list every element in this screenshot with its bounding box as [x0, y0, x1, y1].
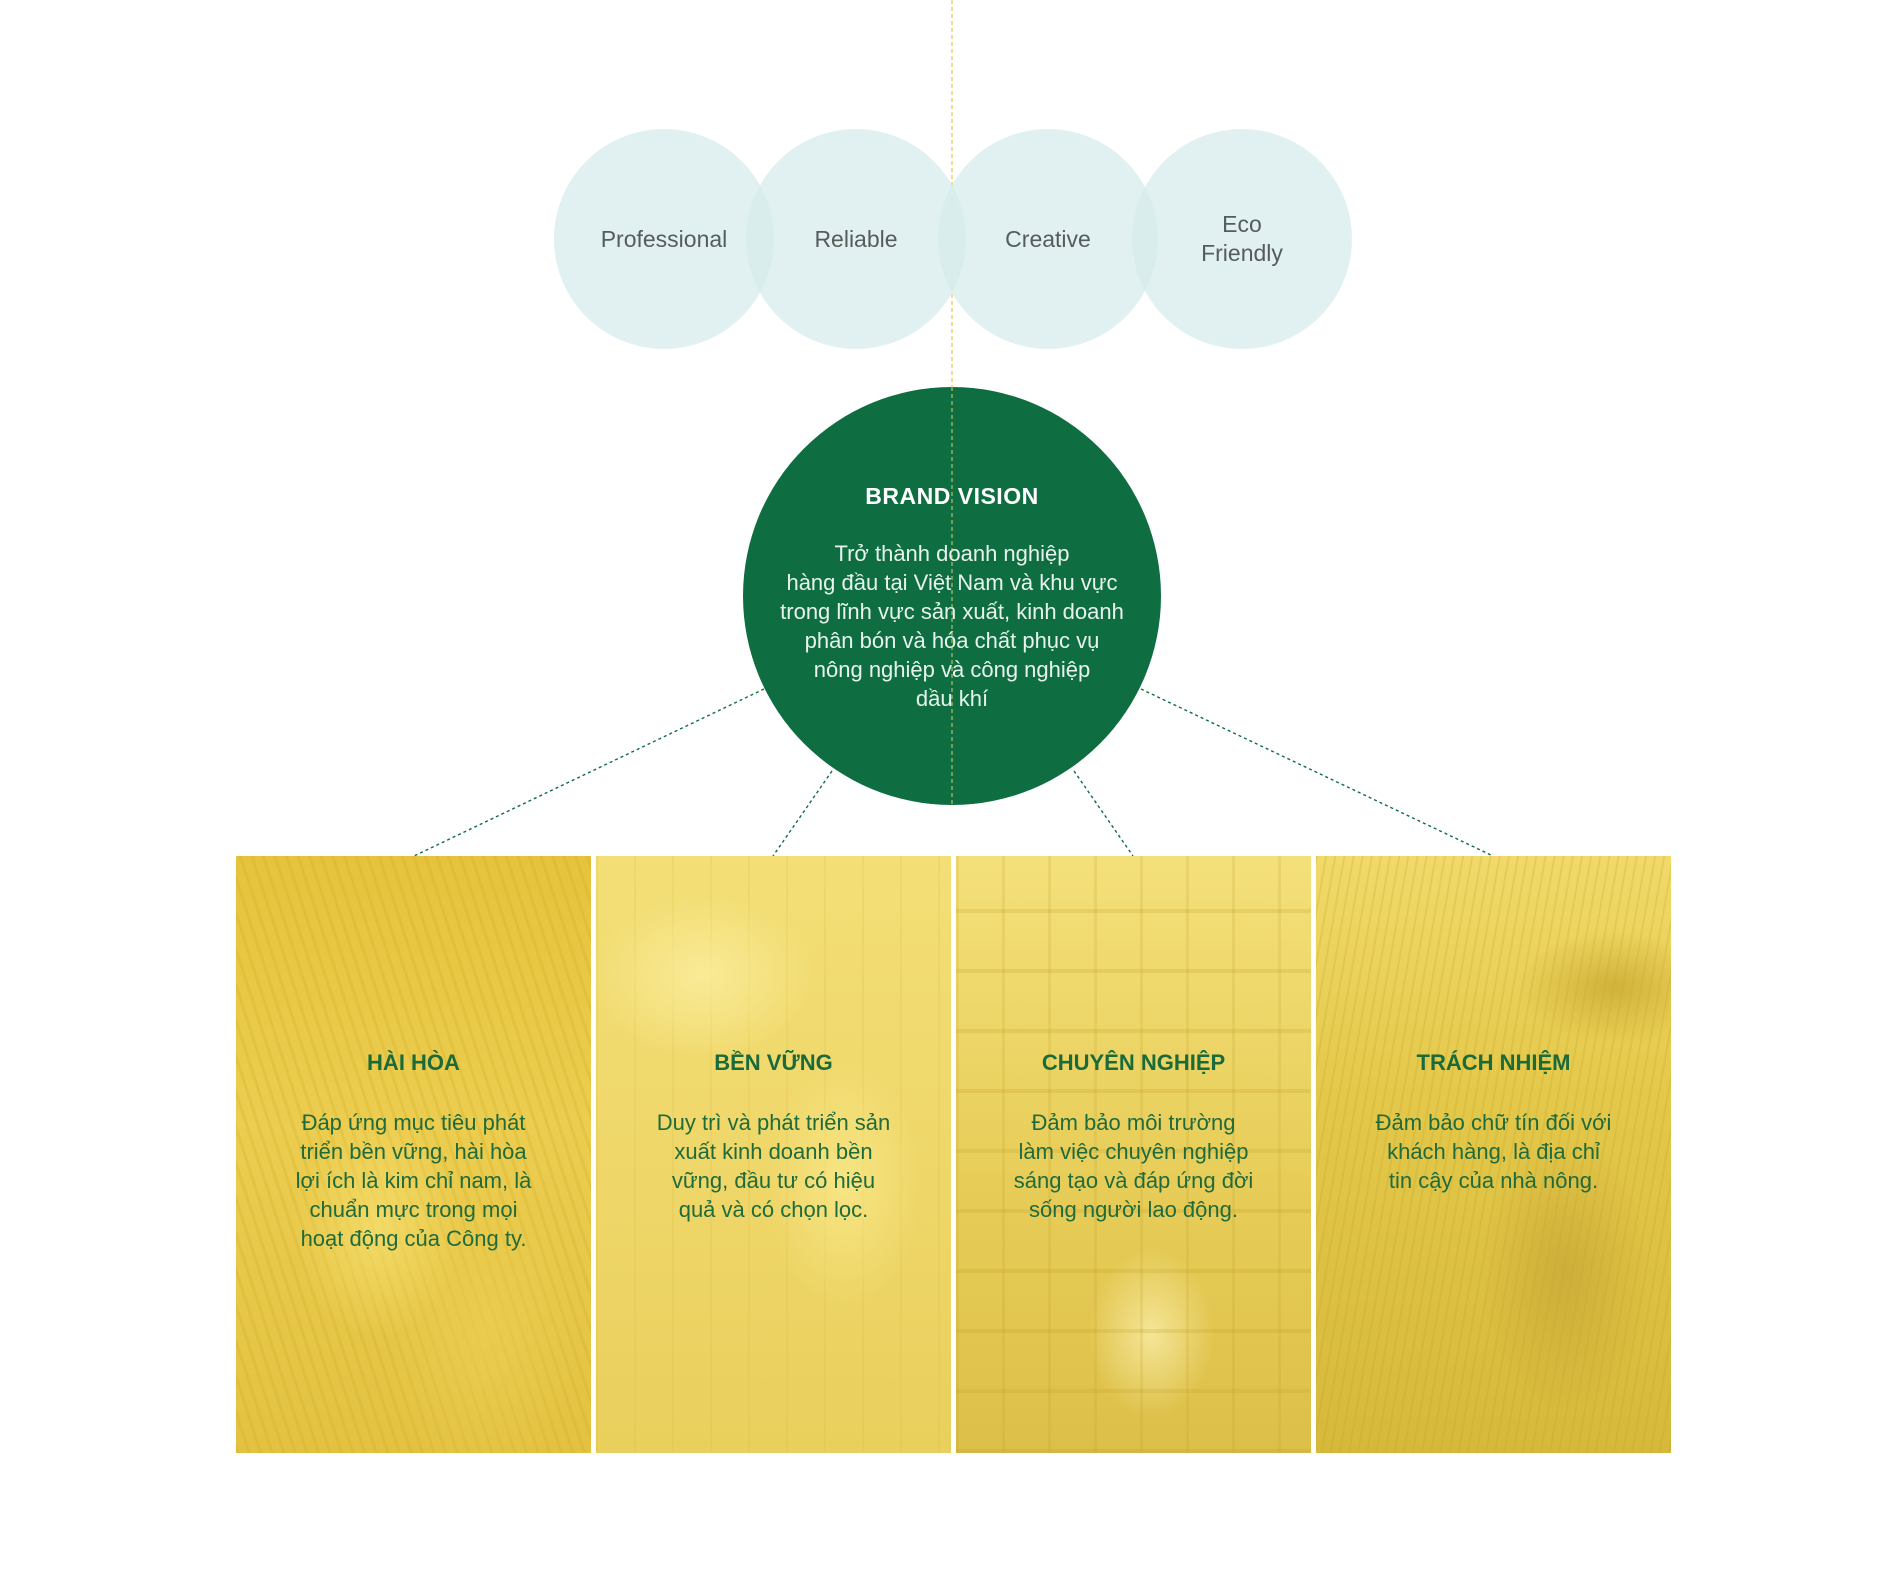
panel-photo-workers	[596, 856, 951, 1453]
panel-trach-nhiem: TRÁCH NHIỆM Đảm bảo chữ tín đối với khác…	[1316, 856, 1671, 1453]
panel-photo-farmer	[1316, 856, 1671, 1453]
brand-vision-circle: BRAND VISION Trở thành doanh nghiệp hàng…	[743, 387, 1161, 805]
panel-title: CHUYÊN NGHIỆP	[1041, 1050, 1226, 1075]
value-circle-reliable: Reliable	[746, 129, 966, 349]
connector-hai-hoa	[413, 688, 765, 857]
value-circle-professional: Professional	[554, 129, 774, 349]
panel-title: TRÁCH NHIỆM	[1416, 1050, 1571, 1075]
panel-photo-factory	[956, 856, 1311, 1453]
panel-ben-vung: BỀN VỮNG Duy trì và phát triển sản xuất …	[596, 856, 951, 1453]
brand-vision-title: BRAND VISION	[865, 483, 1039, 509]
panel-title: BỀN VỮNG	[714, 1050, 833, 1075]
panel-text: Đảm bảo môi trường làm việc chuyên nghiệ…	[1013, 1110, 1254, 1222]
value-circle-eco-friendly: Eco Friendly	[1132, 129, 1352, 349]
panel-text: Duy trì và phát triển sản xuất kinh doan…	[656, 1110, 891, 1222]
panel-text: Đáp ứng mục tiêu phát triển bền vững, hà…	[295, 1110, 532, 1251]
panel-photo-rice-hands	[236, 856, 591, 1453]
panel-text: Đảm bảo chữ tín đối với khách hàng, là đ…	[1375, 1110, 1612, 1193]
panel-title: HÀI HÒA	[367, 1050, 460, 1075]
panel-hai-hoa: HÀI HÒA Đáp ứng mục tiêu phát triển bền …	[236, 856, 591, 1453]
connector-trach-nhiem	[1140, 688, 1494, 857]
panel-chuyen-nghiep: CHUYÊN NGHIỆP Đảm bảo môi trường làm việ…	[956, 856, 1311, 1453]
value-circle-creative: Creative	[938, 129, 1158, 349]
connector-chuyen-nghiep	[1073, 770, 1134, 857]
brand-vision-text: Trở thành doanh nghiệp hàng đầu tại Việt…	[780, 541, 1124, 711]
connector-ben-vung	[772, 770, 833, 857]
